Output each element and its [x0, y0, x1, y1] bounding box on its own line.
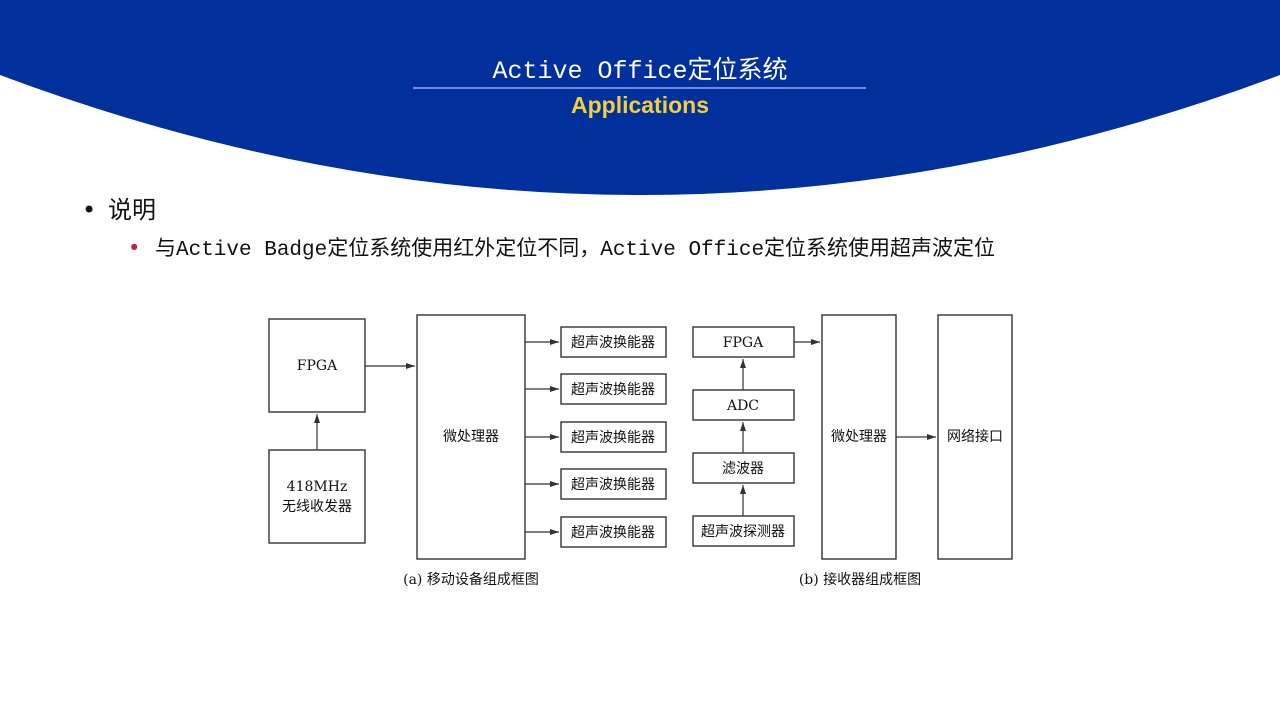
b-network-label: 网络接口 — [947, 428, 1003, 445]
b-fpga-box — [692, 326, 795, 358]
b-mcu-label: 微处理器 — [831, 429, 887, 445]
a-transceiver-box — [268, 449, 366, 544]
b-adc-box — [692, 389, 795, 421]
b-mcu-box — [821, 314, 897, 560]
a-transducer-box-3 — [560, 421, 667, 453]
sub-bullet-text: 与Active Badge定位系统使用红外定位不同，Active Office定… — [155, 239, 996, 262]
a-transducer-label-3: 超声波换能器 — [571, 429, 655, 446]
a-mcu-label: 微处理器 — [443, 429, 499, 445]
a-mcu-box — [416, 314, 526, 560]
bullet-level2: • 与Active Badge定位系统使用红外定位不同，Active Office… — [128, 232, 995, 262]
a-transducer-box-2 — [560, 373, 667, 405]
a-transducer-label-4: 超声波换能器 — [571, 476, 655, 493]
a-transducer-box-4 — [560, 468, 667, 500]
a-fpga-label: FPGA — [297, 358, 338, 374]
b-fpga-label: FPGA — [723, 335, 764, 351]
b-network-box — [937, 314, 1013, 560]
bullet-text: 说明 — [108, 196, 156, 224]
sub-bullet-dot-icon: • — [128, 236, 141, 260]
title-divider — [413, 87, 866, 89]
b-caption: (b) 接收器组成框图 — [799, 571, 921, 588]
b-detector-box — [692, 515, 795, 547]
b-adc-label: ADC — [726, 398, 759, 414]
a-transducer-label-2: 超声波换能器 — [571, 381, 655, 398]
a-transceiver-label-2: 无线收发器 — [282, 499, 352, 515]
block-diagram: FPGA 418MHz 无线收发器 微处理器 超声波换能器 超声波换能器 超声波… — [268, 314, 1013, 588]
a-transceiver-label-1: 418MHz — [287, 479, 348, 495]
a-transducer-box-5 — [560, 516, 667, 548]
a-caption: (a) 移动设备组成框图 — [403, 571, 539, 588]
bullet-level1: • 说明 — [82, 190, 156, 225]
slide-title: Active Office定位系统 — [492, 57, 788, 86]
a-transducer-label-5: 超声波换能器 — [571, 524, 655, 541]
b-filter-box — [692, 452, 795, 484]
diagram-a: FPGA 418MHz 无线收发器 微处理器 超声波换能器 超声波换能器 超声波… — [268, 314, 667, 588]
diagram-b: FPGA ADC 滤波器 超声波探测器 微处理器 网络接口 (b) 接收器组成框… — [692, 314, 1013, 588]
header-background — [0, 0, 1280, 195]
bullet-dot-icon: • — [82, 196, 97, 224]
b-filter-label: 滤波器 — [722, 461, 764, 477]
a-transducer-label-1: 超声波换能器 — [571, 334, 655, 351]
b-detector-label: 超声波探测器 — [701, 524, 785, 540]
a-transducer-box-1 — [560, 326, 667, 358]
slide-subtitle: Applications — [570, 92, 709, 118]
